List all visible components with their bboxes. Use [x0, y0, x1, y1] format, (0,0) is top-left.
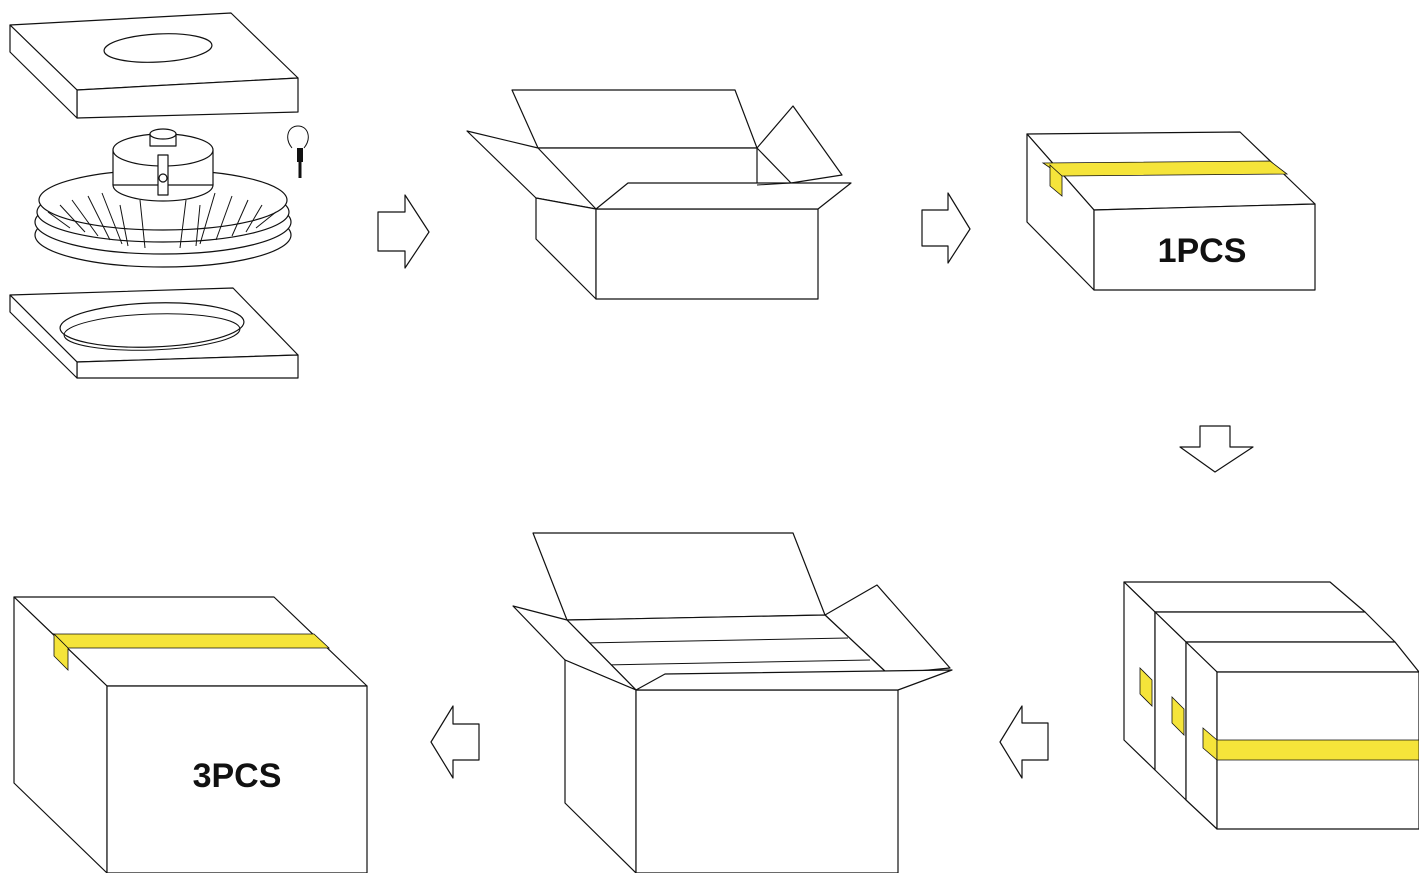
grouped-three-cartons	[1124, 582, 1419, 829]
single-box-label: 1PCS	[1158, 232, 1247, 270]
arrow-left-icon	[431, 706, 479, 778]
arrow-right-icon	[922, 193, 970, 263]
tape-strip	[1217, 740, 1419, 760]
tape-strip	[1043, 161, 1287, 176]
highbay-lamp	[35, 129, 291, 267]
arrow-right-icon	[378, 195, 429, 268]
top-foam-insert	[10, 13, 298, 118]
master-box-label: 3PCS	[193, 757, 282, 795]
bottom-foam-insert	[10, 288, 298, 378]
open-carton	[467, 90, 851, 299]
arrow-down-icon	[1180, 426, 1253, 472]
tape-strip	[54, 634, 329, 648]
hook-icon	[288, 126, 309, 178]
arrow-left-icon	[1000, 706, 1048, 778]
open-master-carton	[513, 533, 952, 873]
sealed-master-carton: 3PCS	[14, 597, 367, 873]
sealed-single-carton: 1PCS	[1027, 132, 1315, 290]
